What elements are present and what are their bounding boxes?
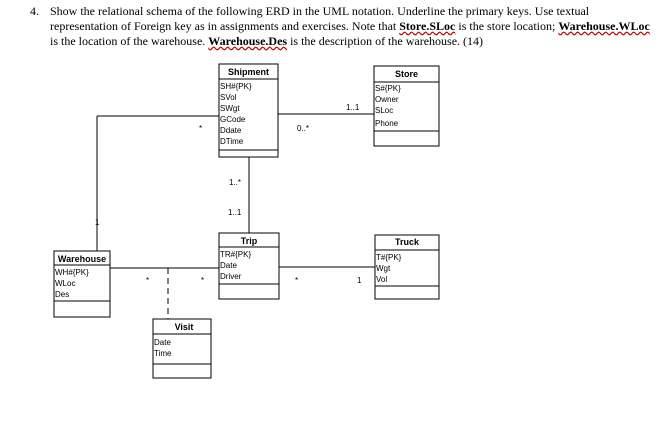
- mult-warehouse-trip-tr: *: [201, 276, 204, 285]
- store-attr: Owner: [375, 95, 399, 104]
- shipment-attr: DTime: [220, 137, 244, 146]
- mult-warehouse-shipment-sh: *: [199, 124, 202, 133]
- shipment-attr: SH#{PK}: [220, 82, 252, 91]
- truck-attr: T#{PK}: [376, 253, 402, 262]
- visit-attr: Date: [154, 338, 171, 347]
- shipment-attr: SVol: [220, 93, 237, 102]
- mult-shipment-trip-tr: 1..1: [228, 208, 242, 217]
- visit-title: Visit: [175, 322, 194, 332]
- visit-attr: Time: [154, 349, 172, 358]
- store-title: Store: [395, 69, 418, 79]
- warehouse-title: Warehouse: [58, 254, 106, 264]
- store-attr: SLoc: [375, 106, 393, 115]
- entity-truck[interactable]: Truck T#{PK} Wgt Vol: [374, 234, 440, 300]
- shipment-title: Shipment: [228, 67, 269, 77]
- entity-warehouse[interactable]: Warehouse WH#{PK} WLoc Des: [53, 250, 111, 318]
- mult-warehouse-shipment-wh: 1: [95, 218, 100, 227]
- shipment-attr: SWgt: [220, 104, 240, 113]
- question-text: 4. Show the relational schema of the fol…: [30, 4, 660, 49]
- warehouse-wloc-term: Warehouse.WLoc: [558, 19, 650, 33]
- warehouse-attr: Des: [55, 290, 69, 299]
- entity-trip[interactable]: Trip TR#{PK} Date Driver: [218, 232, 280, 300]
- trip-attr: Date: [220, 261, 237, 270]
- question-text-part-3: is the location of the warehouse.: [50, 34, 209, 48]
- store-attr: Phone: [375, 119, 399, 128]
- question-text-part-1: Show the relational schema of the follow…: [50, 4, 590, 33]
- truck-attr: Wgt: [376, 264, 391, 273]
- entity-store[interactable]: Store S#{PK} Owner SLoc Phone: [373, 65, 440, 147]
- warehouse-attr: WH#{PK}: [55, 268, 89, 277]
- mult-shipment-store-sh: 0..*: [297, 124, 309, 133]
- warehouse-des-term: Warehouse.Des: [208, 34, 288, 48]
- store-attr: S#{PK}: [375, 84, 401, 93]
- question-text-part-2: is the store location;: [455, 19, 559, 33]
- mult-shipment-store-st: 1..1: [346, 103, 360, 112]
- trip-title: Trip: [241, 236, 258, 246]
- mult-trip-truck-tr: *: [295, 276, 298, 285]
- trip-attr: TR#{PK}: [220, 250, 251, 259]
- entity-shipment[interactable]: Shipment SH#{PK} SVol SWgt GCode Ddate D…: [218, 63, 279, 158]
- association-class-visit[interactable]: Visit Date Time: [152, 318, 212, 379]
- mult-shipment-trip-sh: 1..*: [229, 178, 241, 187]
- shipment-attr: Ddate: [220, 126, 242, 135]
- question-text-part-4: is the description of the warehouse. (14…: [287, 34, 484, 48]
- question-body: Show the relational schema of the follow…: [50, 4, 660, 49]
- mult-trip-truck-tk: 1: [357, 276, 362, 285]
- shipment-attr: GCode: [220, 115, 246, 124]
- truck-attr: Vol: [376, 275, 387, 284]
- warehouse-attr: WLoc: [55, 279, 75, 288]
- truck-title: Truck: [395, 237, 420, 247]
- mult-warehouse-trip-wh: *: [146, 276, 149, 285]
- question-number: 4.: [30, 4, 39, 18]
- trip-attr: Driver: [220, 272, 242, 281]
- store-sloc-term: Store.SLoc: [399, 19, 456, 33]
